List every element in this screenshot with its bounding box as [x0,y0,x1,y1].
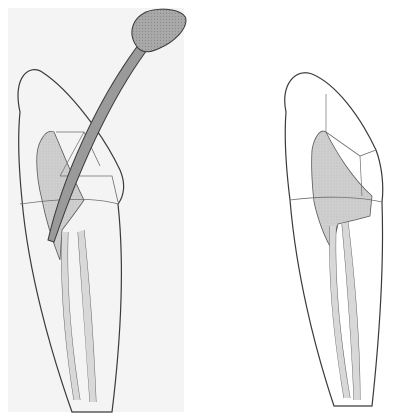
left-panel [8,8,186,412]
right-panel [285,73,383,406]
right-pulp-chamber [312,131,372,250]
left-panel-tint [8,8,184,412]
